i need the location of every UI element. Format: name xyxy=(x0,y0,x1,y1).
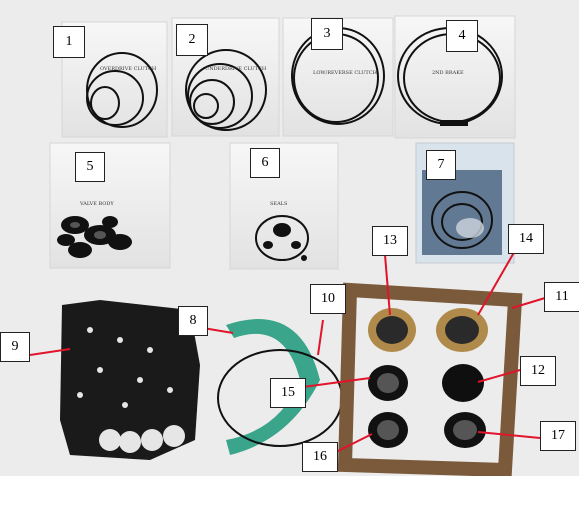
callout-9: 9 xyxy=(0,332,30,362)
bag-6-text: SEALS xyxy=(270,201,288,207)
bag-5-text: VALVE BODY xyxy=(79,201,114,207)
callout-10: 10 xyxy=(310,284,346,314)
bag-1-text: OVERDRIVE CLUTCH xyxy=(100,66,157,72)
bag-5: VALVE BODY xyxy=(49,142,171,269)
bag-3-text: LOW/REVERSE CLUTCH xyxy=(313,70,378,76)
pan-gasket xyxy=(337,282,523,476)
callout-14: 14 xyxy=(508,224,544,254)
callout-3: 3 xyxy=(311,18,343,50)
callout-4: 4 xyxy=(446,20,478,52)
callout-5: 5 xyxy=(75,152,105,182)
callout-7: 7 xyxy=(426,150,456,180)
callout-17: 17 xyxy=(540,421,576,451)
green-gasket xyxy=(226,319,320,455)
callout-8: 8 xyxy=(178,306,208,336)
callout-6: 6 xyxy=(250,148,280,178)
bag-6: SEALS xyxy=(229,142,339,270)
callout-11: 11 xyxy=(544,282,579,312)
callout-lines xyxy=(29,241,546,456)
seals xyxy=(368,308,488,448)
callout-2: 2 xyxy=(176,24,208,56)
callout-16: 16 xyxy=(302,442,338,472)
callout-1: 1 xyxy=(53,26,85,58)
callout-15: 15 xyxy=(270,378,306,408)
bag-2-text: UNDERDRIVE CLUTCH xyxy=(205,66,267,72)
bag-7 xyxy=(415,142,515,264)
bag-4-text: 2ND BRAKE xyxy=(432,70,464,76)
callout-13: 13 xyxy=(372,226,408,256)
valve-body-gasket xyxy=(60,300,200,460)
callout-12: 12 xyxy=(520,356,556,386)
